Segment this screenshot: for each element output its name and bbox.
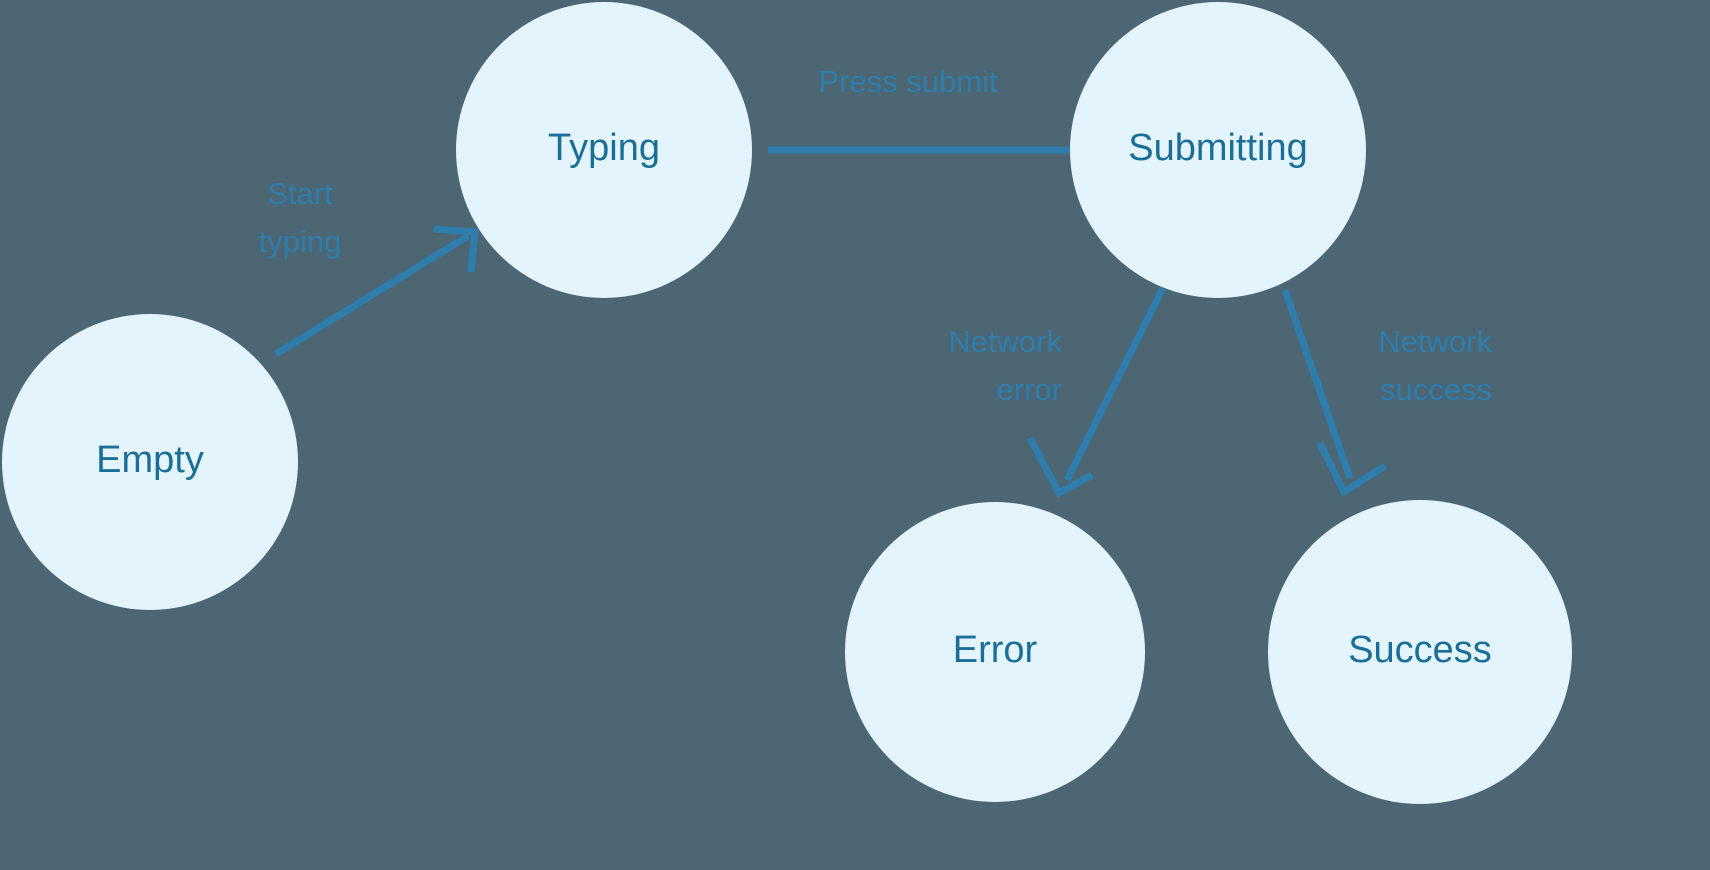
edge-label-start-typing-line2: typing [259,224,342,259]
node-error[interactable]: Error [845,502,1145,802]
node-success[interactable]: Success [1268,500,1572,804]
edge-submitting-to-error-line [1063,286,1167,482]
node-submitting-circle[interactable] [1070,2,1366,298]
node-success-label: Success [1348,629,1492,671]
edge-label-network-error-line2: error [997,372,1062,407]
edge-submitting-to-error [1026,286,1167,498]
edge-empty-to-typing-line [274,233,470,357]
node-submitting-label: Submitting [1128,127,1308,169]
node-error-circle[interactable] [845,502,1145,802]
node-success-circle[interactable] [1268,500,1572,804]
node-empty[interactable]: Empty [2,314,298,610]
node-error-label: Error [953,629,1038,671]
edge-label-press-submit: Press submit [818,64,998,99]
node-empty-label: Empty [96,439,204,481]
node-typing[interactable]: Typing [456,2,752,298]
edge-label-network-success-line1: Network [1378,324,1492,359]
edge-label-start-typing-line1: Start [267,176,333,211]
edge-label-network-error-line1: Network [948,324,1062,359]
edge-empty-to-typing-arrowhead [433,225,479,273]
edge-submitting-to-success [1281,288,1387,498]
edge-label-network-success-line2: success [1380,372,1492,407]
edge-submitting-to-error-arrowhead [1026,436,1094,498]
node-empty-circle[interactable] [2,314,298,610]
node-submitting[interactable]: Submitting [1070,2,1366,298]
node-typing-label: Typing [548,127,660,169]
edge-submitting-to-success-line [1281,288,1354,480]
node-typing-circle[interactable] [456,2,752,298]
edge-empty-to-typing [274,225,479,357]
edge-submitting-to-success-arrowhead [1316,441,1387,498]
